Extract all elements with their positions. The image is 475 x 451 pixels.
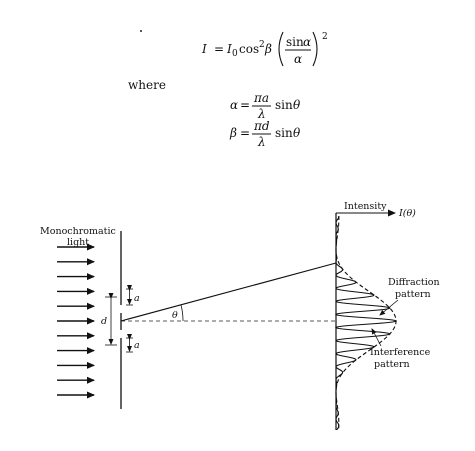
diffraction-pointer xyxy=(379,299,399,316)
interference-label-line1: Interference xyxy=(370,347,431,358)
eq-outer-exp: 2 xyxy=(322,32,328,42)
diffraction-label-line2: pattern xyxy=(395,289,431,300)
beta-tail-fn: sin xyxy=(275,126,293,140)
alpha-num: πa xyxy=(253,91,269,105)
alpha-equals: = xyxy=(240,98,250,112)
eq-frac-num-var: α xyxy=(303,35,311,49)
angle-arc xyxy=(180,304,184,322)
alpha-definition: α = πa λ sin θ xyxy=(230,91,301,121)
angle-label: θ xyxy=(172,310,178,321)
main-intensity-equation: I = I 0 cos 2 β sin α α 2 xyxy=(201,31,328,67)
interference-label-line2: pattern xyxy=(374,359,410,370)
interference-pattern-curve xyxy=(334,215,398,431)
eq-beta: β xyxy=(264,42,272,56)
beta-tail-var: θ xyxy=(293,126,301,140)
diffraction-envelope-curve xyxy=(335,215,397,431)
eq-lhs: I xyxy=(201,42,207,56)
eq-right-paren xyxy=(312,31,318,67)
alpha-tail-var: θ xyxy=(293,98,301,112)
eq-i0-base: I xyxy=(226,42,232,56)
alpha-tail-fn: sin xyxy=(275,98,293,112)
alpha-lhs: α xyxy=(230,98,238,112)
slit-separation-marker xyxy=(105,293,117,346)
beta-den: λ xyxy=(257,135,266,149)
intensity-label: Intensity xyxy=(344,201,387,212)
beta-definition: β = πd λ sin θ xyxy=(229,119,301,149)
eq-frac-num-fn: sin xyxy=(286,35,304,49)
source-label-line1: Monochromatic xyxy=(40,226,116,237)
eq-cos: cos xyxy=(239,42,259,56)
beta-num: πd xyxy=(253,119,270,133)
source-label-line2: light xyxy=(67,237,89,248)
beta-equals: = xyxy=(240,126,250,140)
slit-separation-label: d xyxy=(101,316,107,327)
slit-width-label-bottom: a xyxy=(134,340,140,351)
slit-width-marker-bottom xyxy=(126,334,133,353)
angled-ray xyxy=(120,262,337,322)
slit-width-marker-top xyxy=(126,285,133,306)
interference-pointer xyxy=(371,328,382,347)
alpha-den: λ xyxy=(257,107,266,121)
where-label: where xyxy=(128,78,166,92)
beta-lhs: β xyxy=(229,126,237,140)
eq-left-paren xyxy=(278,31,284,67)
intensity-function-label: I(θ) xyxy=(398,208,416,219)
eq-frac-den: α xyxy=(294,52,302,66)
diffraction-label-line1: Diffraction xyxy=(388,277,440,288)
slit-width-label-top: a xyxy=(134,293,140,304)
stray-dot xyxy=(140,30,142,32)
incoming-light-rays xyxy=(57,243,95,399)
eq-cos-exp: 2 xyxy=(259,40,265,50)
eq-i0-sub: 0 xyxy=(232,49,238,59)
eq-equals: = xyxy=(214,42,224,56)
